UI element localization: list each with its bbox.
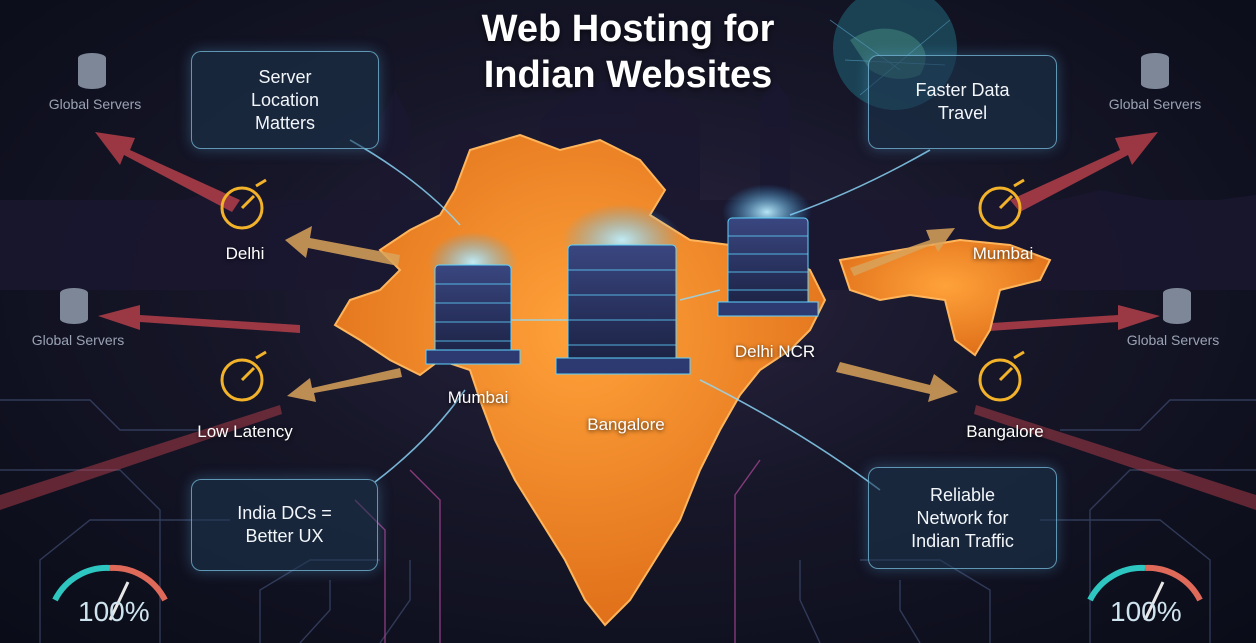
card-text: India DCs = Better UX bbox=[237, 503, 332, 546]
label-mumbai-right: Mumbai bbox=[972, 244, 1034, 263]
circuit-traces bbox=[0, 399, 1256, 643]
server-rack-icon bbox=[717, 184, 819, 317]
card-india-dcs: India DCs = Better UX bbox=[191, 479, 378, 571]
card-text: Faster Data Travel bbox=[915, 80, 1010, 123]
server-rack-icon bbox=[555, 204, 691, 375]
page-title: Web Hosting for Indian Websites bbox=[380, 6, 876, 98]
gauge-icon bbox=[52, 564, 168, 621]
map-label-mumbai: Mumbai bbox=[447, 388, 509, 407]
stopwatch-icon bbox=[978, 350, 1025, 402]
map-label-bangalore: Bangalore bbox=[587, 415, 665, 434]
gauge-value-left: 100% bbox=[78, 596, 150, 627]
card-text: Reliable Network for Indian Traffic bbox=[911, 484, 1014, 551]
card-server-location: Server Location Matters bbox=[191, 51, 379, 149]
label-low-latency: Low Latency bbox=[197, 422, 293, 441]
map-label-delhi-ncr: Delhi NCR bbox=[734, 342, 816, 361]
server-rack-icon bbox=[425, 232, 521, 365]
gold-arrows bbox=[285, 226, 958, 402]
card-faster-data: Faster Data Travel bbox=[868, 55, 1057, 149]
global-servers-label: Global Servers bbox=[1126, 332, 1220, 348]
card-reliable-network: Reliable Network for Indian Traffic bbox=[868, 467, 1057, 569]
title-line-1: Web Hosting for bbox=[481, 8, 775, 50]
red-arrows bbox=[0, 132, 1256, 510]
stopwatch-icon bbox=[220, 178, 267, 230]
card-text: Server Location Matters bbox=[250, 66, 320, 133]
global-servers-label: Global Servers bbox=[48, 96, 142, 112]
label-delhi: Delhi bbox=[225, 244, 265, 263]
database-icon bbox=[1141, 53, 1169, 89]
database-icon bbox=[60, 288, 88, 324]
stopwatch-icon bbox=[978, 178, 1025, 230]
database-icon bbox=[78, 53, 106, 89]
title-line-2: Indian Websites bbox=[483, 54, 773, 96]
global-servers-label: Global Servers bbox=[31, 332, 125, 348]
gauge-icon bbox=[1087, 564, 1203, 621]
global-servers-label: Global Servers bbox=[1108, 96, 1202, 112]
gauge-value-right: 100% bbox=[1110, 596, 1182, 627]
stopwatch-icon bbox=[220, 350, 267, 402]
database-icon bbox=[1163, 288, 1191, 324]
label-bangalore-right: Bangalore bbox=[966, 422, 1044, 441]
